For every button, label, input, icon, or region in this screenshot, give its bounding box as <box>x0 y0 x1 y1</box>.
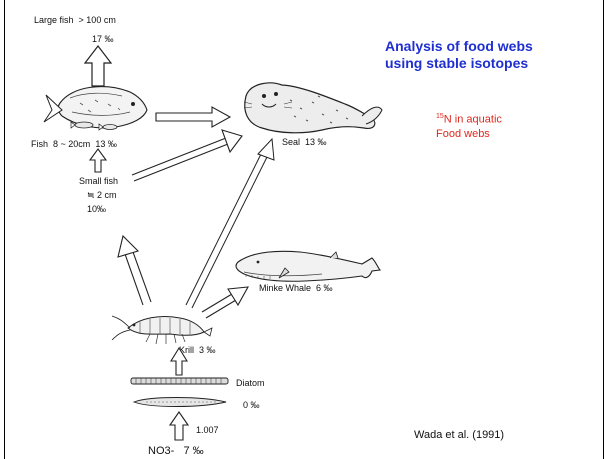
krill-illustration <box>112 316 212 344</box>
diatom-illustration <box>131 378 228 407</box>
arrow-krill-to-seal <box>186 139 274 308</box>
arrow-krill-to-whale <box>202 287 248 318</box>
arrow-nitrate-to-diatom <box>170 412 188 440</box>
arrow-fish-to-seal <box>156 107 230 127</box>
arrow-small-fish-to-fish <box>90 149 106 172</box>
arrow-krill-to-small-fish <box>118 236 151 305</box>
minke-whale-illustration <box>236 251 380 281</box>
fish-illustration <box>44 87 147 130</box>
arrow-fish-to-large-fish <box>85 46 111 86</box>
arrow-diatom-to-krill <box>171 348 187 375</box>
arrow-small-fish-to-seal <box>132 130 242 181</box>
seal-illustration <box>244 83 382 133</box>
